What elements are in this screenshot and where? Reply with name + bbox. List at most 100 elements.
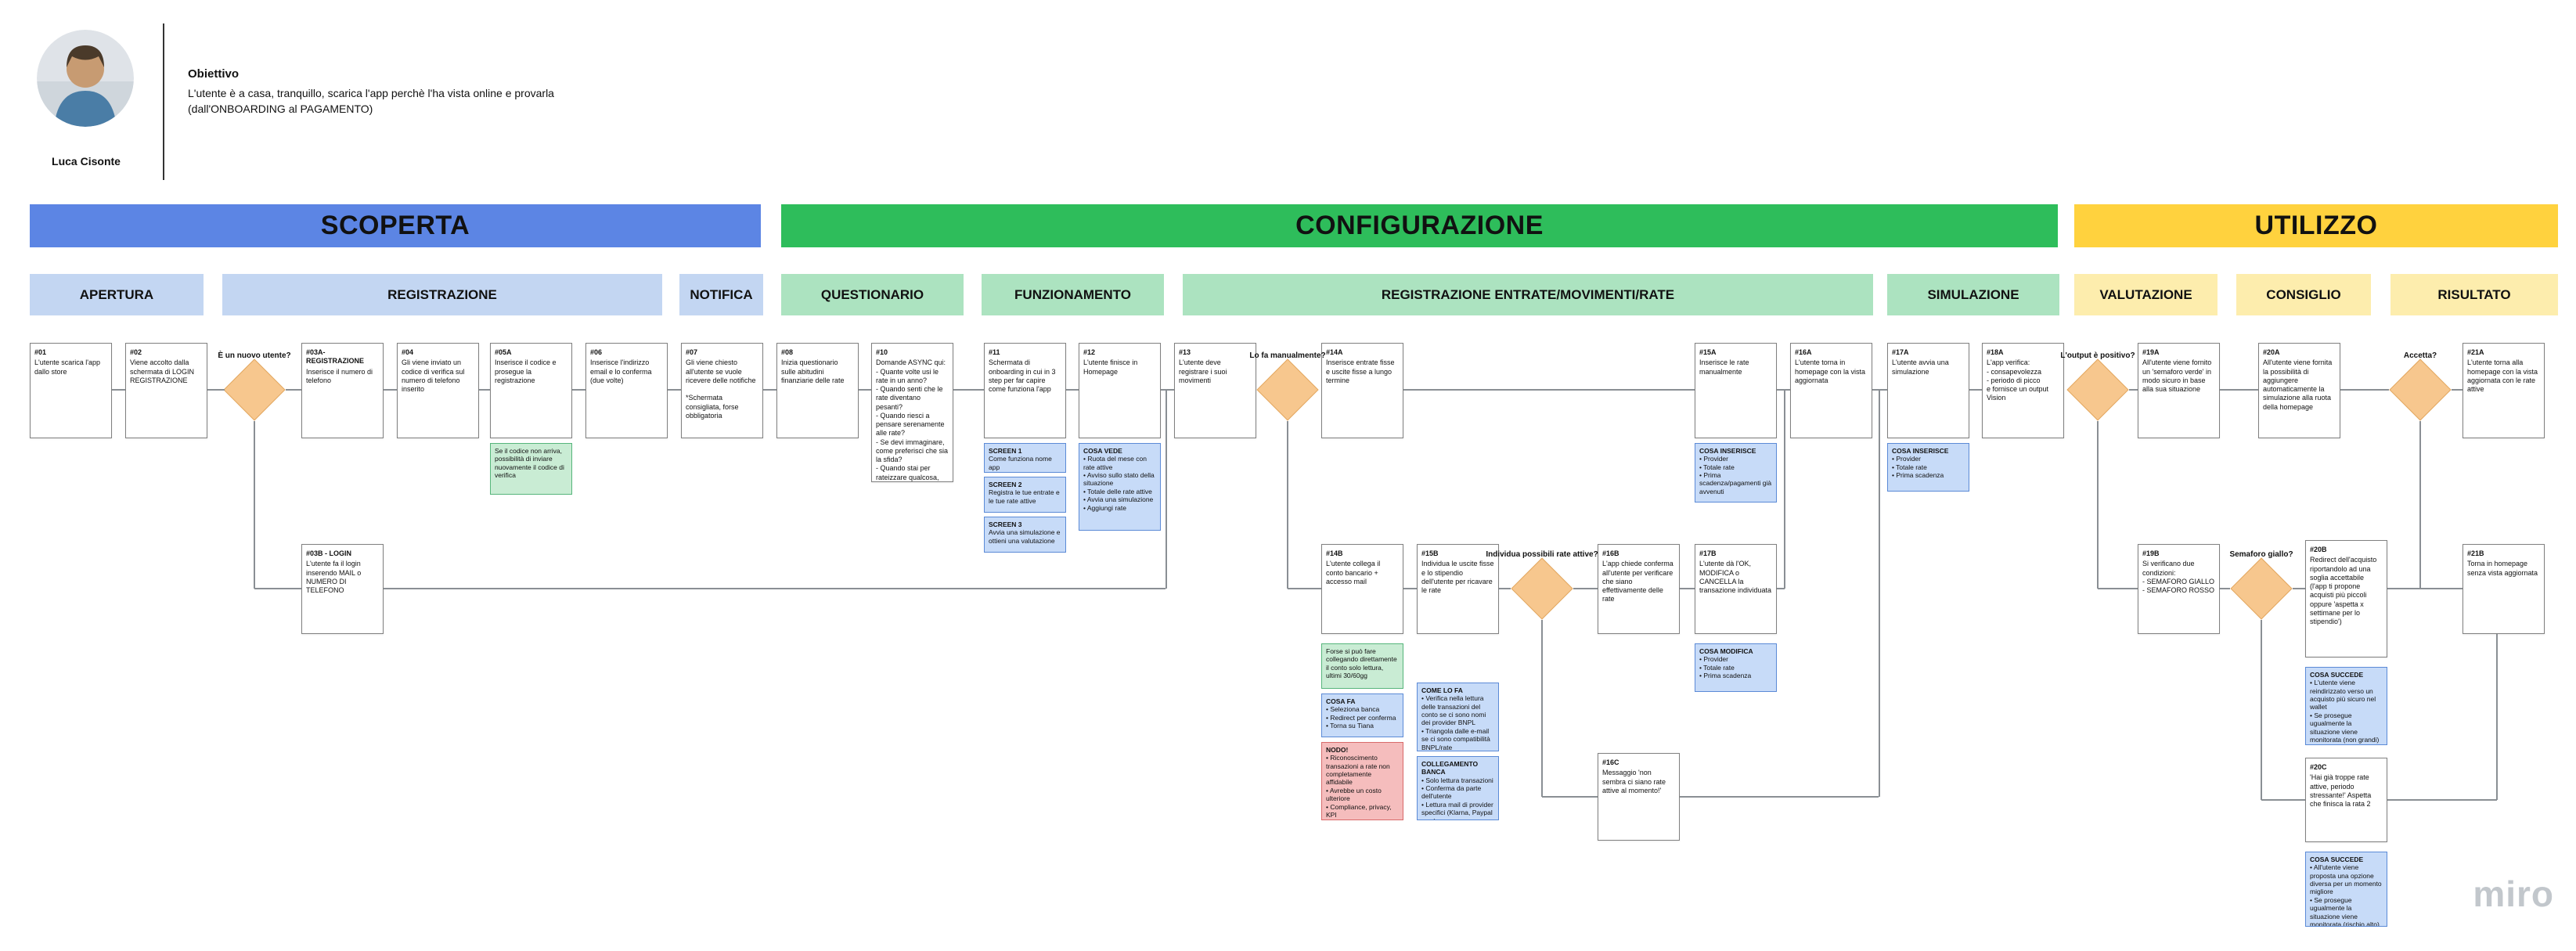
card-label: #17B	[1699, 549, 1717, 557]
connector-line	[763, 389, 776, 391]
decision-nuovo-utente[interactable]: È un nuovo utente?	[218, 351, 291, 421]
note-codice-non-arriva[interactable]: Se il codice non arriva, possibilità di …	[490, 443, 572, 495]
connector-line	[2452, 389, 2463, 391]
decision-semaforo-giallo[interactable]: Semaforo giallo?	[2229, 550, 2293, 620]
subphase-funzionamento[interactable]: FUNZIONAMENTO	[982, 274, 1164, 315]
diamond-icon	[2389, 358, 2452, 421]
connector-line	[1680, 588, 1695, 589]
subphase-consiglio[interactable]: CONSIGLIO	[2236, 274, 2371, 315]
card-text: L'utente collega il conto bancario + acc…	[1326, 560, 1381, 585]
phase-configurazione[interactable]: CONFIGURAZIONE	[781, 204, 2058, 247]
note-cosa-succede-20b[interactable]: COSA SUCCEDE• L'utente viene reindirizza…	[2305, 667, 2387, 745]
card-text: Inserisce l'indirizzo email e lo conferm…	[590, 358, 652, 384]
note-header: COSA VEDE	[1083, 447, 1122, 455]
note-header: COSA INSERISCE	[1699, 447, 1756, 455]
note-cosa-succede-20c[interactable]: COSA SUCCEDE• All'utente viene proposta …	[2305, 852, 2387, 927]
note-text: Registra le tue entrate e le tue rate at…	[989, 488, 1060, 505]
connector-line	[1542, 796, 1598, 798]
subphase-registrazione-entrate[interactable]: REGISTRAZIONE ENTRATE/MOVIMENTI/RATE	[1183, 274, 1873, 315]
note-nodo[interactable]: NODO!• Riconoscimento transazioni a rate…	[1321, 742, 1403, 820]
note-header: COSA FA	[1326, 697, 1356, 705]
subphase-registrazione[interactable]: REGISTRAZIONE	[222, 274, 662, 315]
phase-utilizzo[interactable]: UTILIZZO	[2074, 204, 2558, 247]
subphase-apertura[interactable]: APERTURA	[30, 274, 204, 315]
decision-accetta[interactable]: Accetta?	[2389, 351, 2452, 421]
card-20c[interactable]: #20C'Hai già troppe rate attive, periodo…	[2305, 758, 2387, 842]
card-text: Inizia questionario sulle abitudini fina…	[781, 358, 845, 384]
card-label: #16C	[1602, 758, 1619, 766]
card-label: #10	[876, 348, 888, 356]
note-cosa-inserisce-15a[interactable]: COSA INSERISCE• Provider • Totale rate •…	[1695, 443, 1777, 503]
decision-individua-rate[interactable]: Individua possibili rate attive?	[1486, 550, 1598, 620]
connector-line	[1969, 389, 1982, 391]
card-text: Inserisce il numero di telefono	[306, 367, 373, 384]
card-05a[interactable]: #05A Inserisce il codice e prosegue la re…	[490, 343, 572, 438]
note-come-lo-fa[interactable]: COME LO FA• Verifica nella lettura delle…	[1417, 683, 1499, 751]
note-text: • Provider • Totale rate • Prima scadenz…	[1699, 455, 1772, 495]
card-text: Gli viene inviato un codice di verifica …	[402, 358, 465, 393]
connector-line	[2419, 421, 2421, 589]
subphase-notifica[interactable]: NOTIFICA	[679, 274, 763, 315]
note-text: • Solo lettura transazioni • Conferma da…	[1421, 776, 1493, 820]
card-label: #05A	[495, 348, 512, 356]
note-header: COSA INSERISCE	[1892, 447, 1949, 455]
subphase-valutazione[interactable]: VALUTAZIONE	[2074, 274, 2218, 315]
header-divider	[163, 23, 164, 180]
note-cosa-fa[interactable]: COSA FA• Seleziona banca • Redirect per …	[1321, 693, 1403, 737]
decision-output-positivo[interactable]: L'output è positivo?	[2060, 351, 2135, 421]
note-cosa-vede[interactable]: COSA VEDE• Ruota del mese con rate attiv…	[1079, 443, 1161, 531]
card-label: #16B	[1602, 549, 1619, 557]
note-collegamento-diretto[interactable]: Forse si può fare collegando direttament…	[1321, 643, 1403, 689]
connector-line	[1573, 588, 1598, 589]
note-header: COLLEGAMENTO BANCA	[1421, 760, 1479, 776]
subphase-risultato[interactable]: RISULTATO	[2390, 274, 2558, 315]
card-text: Domande ASYNC qui: - Quante volte usi le…	[876, 358, 949, 481]
connector-line	[2129, 389, 2138, 391]
connector-line	[112, 389, 125, 391]
card-text: Inserisce il codice e prosegue la regist…	[495, 358, 557, 384]
phase-scoperta[interactable]: SCOPERTA	[30, 204, 761, 247]
decision-fa-manualmente[interactable]: Lo fa manualmente?	[1249, 351, 1326, 421]
subphase-simulazione[interactable]: SIMULAZIONE	[1887, 274, 2059, 315]
card-label: #12	[1083, 348, 1096, 356]
connector-line	[1680, 796, 1879, 798]
persona-avatar[interactable]	[37, 30, 134, 127]
note-cosa-inserisce-17a[interactable]: COSA INSERISCE• Provider • Totale rate •…	[1887, 443, 1969, 492]
card-label: #13	[1179, 348, 1191, 356]
note-collegamento-banca[interactable]: COLLEGAMENTO BANCA• Solo lettura transaz…	[1417, 756, 1499, 820]
note-cosa-modifica[interactable]: COSA MODIFICA• Provider • Totale rate • …	[1695, 643, 1777, 692]
subphase-questionario[interactable]: QUESTIONARIO	[781, 274, 964, 315]
note-text: Avvia una simulazione e ottieni una valu…	[989, 528, 1061, 545]
